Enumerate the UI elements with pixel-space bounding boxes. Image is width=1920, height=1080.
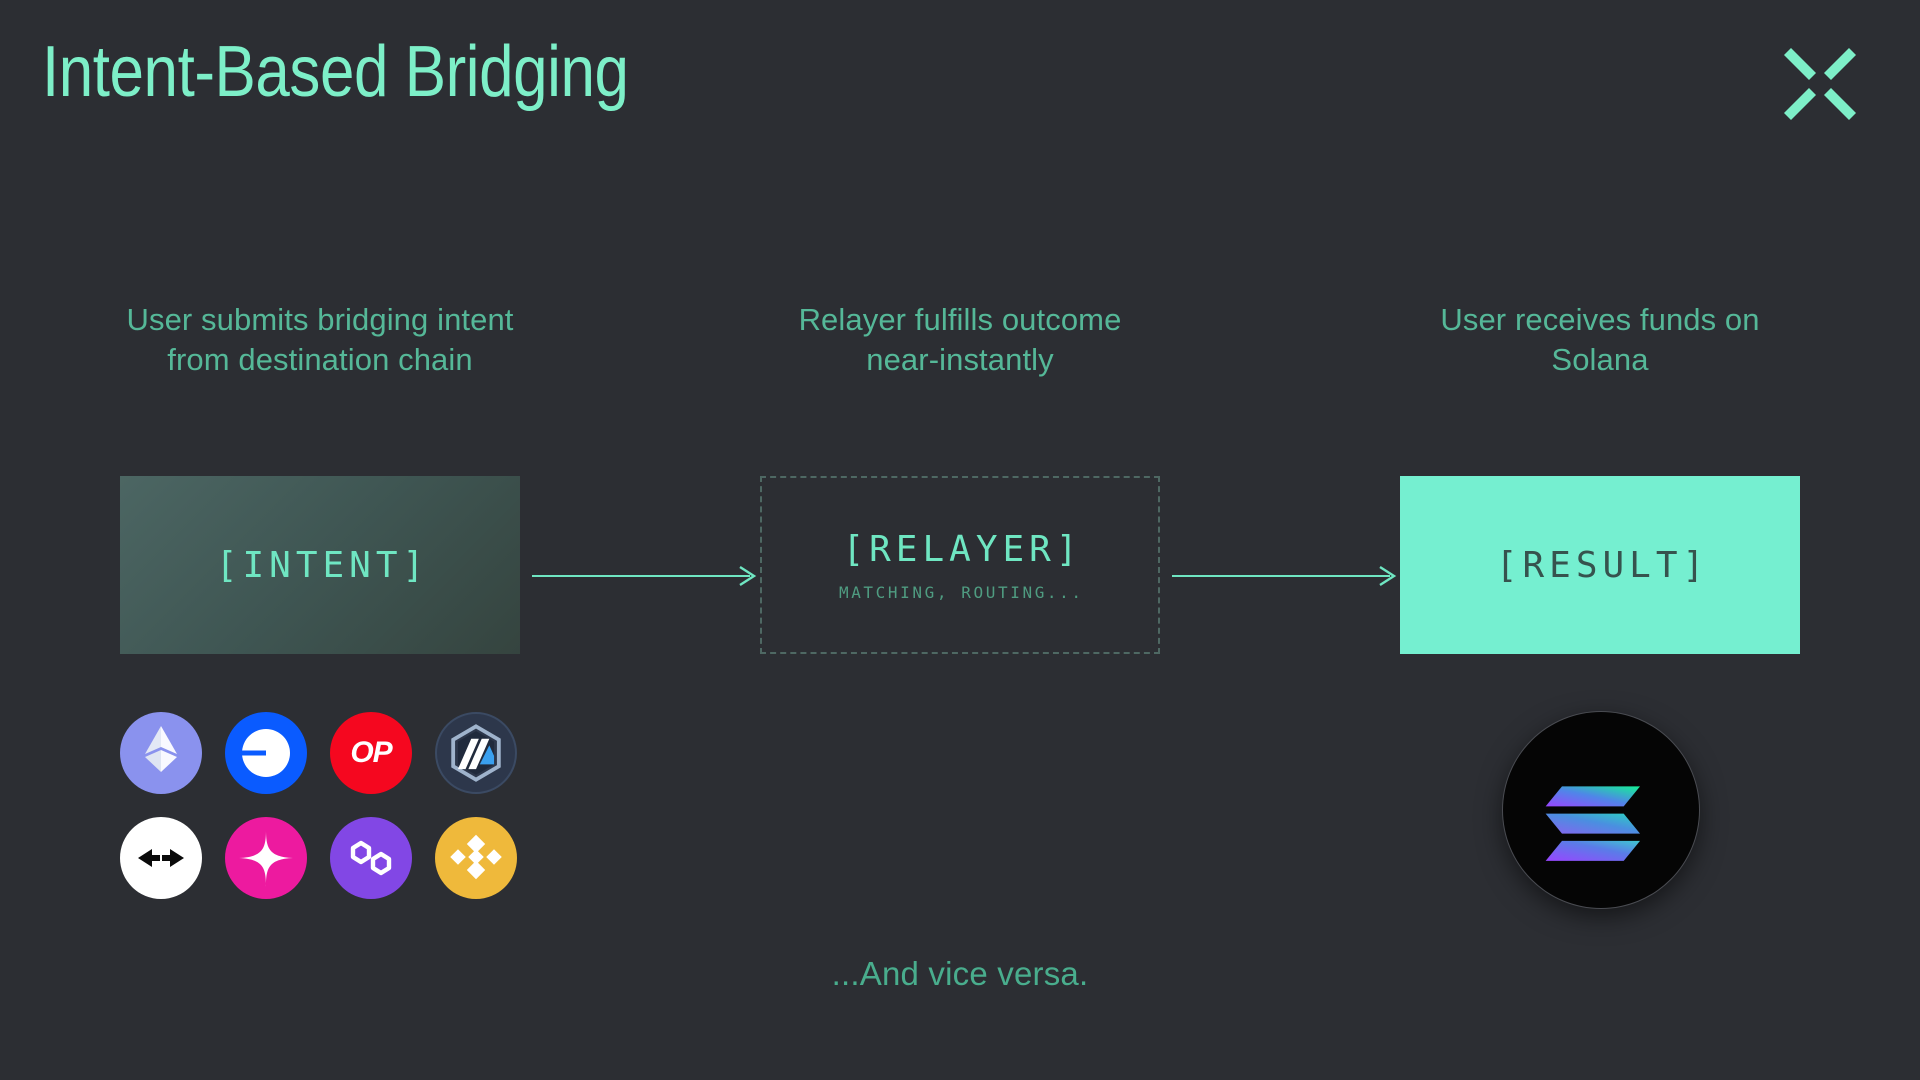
arbitrum-logo-icon[interactable] — [435, 712, 517, 794]
flow-step-intent: User submits bridging intent from destin… — [120, 300, 520, 654]
flow-step-result: User receives funds on Solana [RESULT] — [1400, 300, 1800, 654]
relayer-box-sublabel: MATCHING, ROUTING... — [838, 582, 1084, 602]
across-logo-icon[interactable] — [120, 817, 202, 899]
step-caption: User receives funds on Solana — [1440, 302, 1760, 377]
flow-diagram: User submits bridging intent from destin… — [0, 300, 1920, 720]
footer-note: ...And vice versa. — [831, 955, 1089, 992]
base-logo-icon[interactable] — [225, 712, 307, 794]
solana-logo-icon[interactable] — [1503, 712, 1699, 908]
page-title: Intent-Based Bridging — [42, 32, 629, 112]
step-caption: User submits bridging intent from destin… — [126, 302, 514, 377]
source-chain-grid: OP — [120, 712, 540, 899]
ethereum-logo-icon[interactable] — [120, 712, 202, 794]
flow-step-relayer: Relayer fulfills outcome near-instantly … — [760, 300, 1160, 654]
result-box[interactable]: [RESULT] — [1400, 476, 1800, 654]
linea-logo-icon[interactable] — [225, 817, 307, 899]
intent-box[interactable]: [INTENT] — [120, 476, 520, 654]
relayer-box[interactable]: [RELAYER] MATCHING, ROUTING... — [760, 476, 1160, 654]
relayer-box-label: [RELAYER] — [842, 528, 1083, 570]
result-box-label: [RESULT] — [1495, 544, 1710, 586]
x-mark-logo-icon — [1778, 42, 1862, 126]
intent-box-label: [INTENT] — [215, 544, 430, 586]
optimism-logo-icon[interactable]: OP — [330, 712, 412, 794]
arrow-right-icon — [532, 565, 760, 587]
step-caption: Relayer fulfills outcome near-instantly — [798, 302, 1122, 377]
arrow-right-icon — [1172, 565, 1400, 587]
optimism-logo-label: OP — [350, 736, 392, 769]
bnb-logo-icon[interactable] — [435, 817, 517, 899]
polygon-logo-icon[interactable] — [330, 817, 412, 899]
